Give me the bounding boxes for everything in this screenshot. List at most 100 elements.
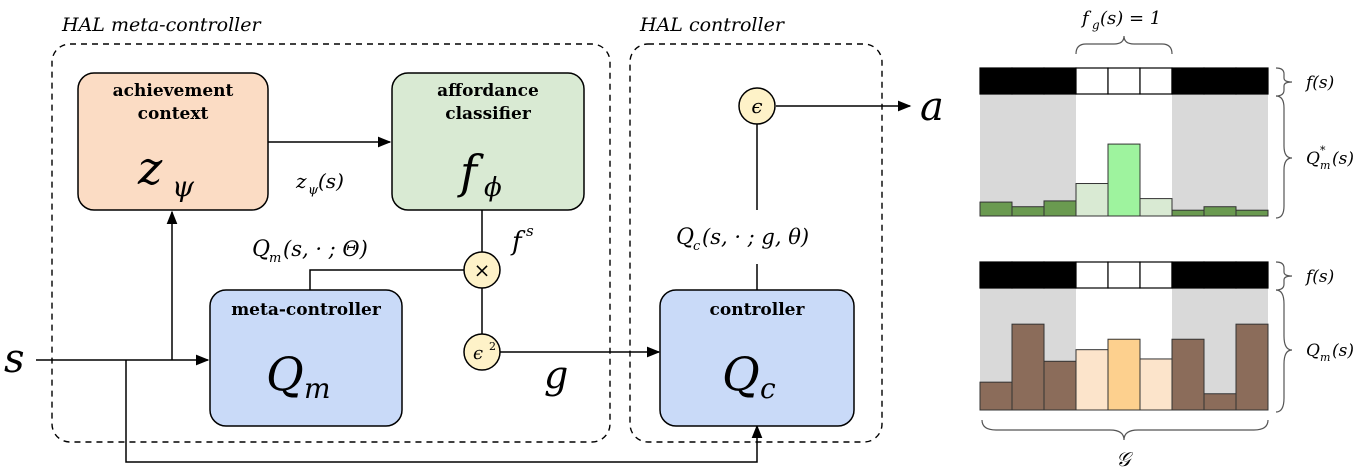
q-bar: [1011, 323, 1045, 411]
label-fg-equals-one: f g (s) = 1: [1080, 8, 1161, 32]
label-qm-theta: Q m (s, · ; Θ): [252, 237, 368, 266]
brace-top: [1075, 35, 1173, 55]
controller-region: [629, 43, 883, 443]
q-mask-cell: [1043, 261, 1077, 289]
affordance-symbol-sub: ϕ: [484, 173, 502, 203]
q-mask-cell: [1011, 261, 1045, 289]
svg-text:(s): (s): [1332, 341, 1354, 361]
affordance-classifier-node: affordance classifier f ϕ: [391, 72, 585, 211]
q-bar: [1235, 323, 1269, 411]
meta-controller-region-title: HAL meta-controller: [61, 14, 262, 36]
svg-text:Q: Q: [676, 225, 694, 250]
label-z-of-s: z ψ (s): [295, 169, 344, 198]
q-star-bar: [1043, 200, 1077, 217]
svg-text:g: g: [1092, 18, 1100, 32]
svg-text:ψ: ψ: [308, 183, 319, 198]
svg-text:(s, · ; g, θ): (s, · ; g, θ): [702, 225, 809, 249]
epsilon-squared-symbol: ϵ: [473, 343, 483, 364]
svg-text:f: f: [1080, 8, 1092, 29]
svg-text:Q: Q: [252, 237, 270, 262]
label-qc-theta: Q c (s, · ; g, θ): [676, 225, 809, 254]
q-star-mask-cell: [1171, 67, 1205, 95]
label-goal-g: g: [544, 353, 568, 397]
svg-text:s: s: [526, 222, 534, 240]
q-mask-cell: [1171, 261, 1205, 289]
q-star-bar: [1075, 183, 1109, 217]
times-symbol: ×: [474, 258, 491, 282]
q-star-mask-cell: [1107, 67, 1141, 95]
svg-text:m: m: [1320, 351, 1330, 364]
svg-text:(s) = 1: (s) = 1: [1100, 8, 1161, 29]
brace-q-star: [1275, 95, 1293, 219]
epsilon-symbol: ϵ: [751, 94, 762, 118]
edge-meta-to-times: [309, 269, 464, 290]
achievement-label-line1: achievement: [113, 81, 234, 101]
svg-text:(s, · ; Θ): (s, · ; Θ): [283, 237, 368, 261]
epsilon-squared-op: ϵ 2: [463, 333, 501, 371]
controller-label: controller: [710, 300, 806, 320]
q-star-mask-cell: [1235, 67, 1269, 95]
svg-text:c: c: [693, 239, 701, 254]
svg-text:(s): (s): [1332, 149, 1354, 169]
affordance-label-line2: classifier: [445, 104, 532, 124]
label-state-s: s: [4, 336, 25, 382]
label-q-star: Q * m (s): [1306, 144, 1354, 172]
achievement-symbol-sub: ψ: [172, 170, 195, 203]
svg-text:(s): (s): [318, 169, 344, 193]
controller-region-title: HAL controller: [639, 14, 786, 36]
q-bar: [1107, 338, 1141, 411]
q-star-mask-cell: [1139, 67, 1173, 95]
label-f-bottom: f(s): [1304, 267, 1334, 287]
q-star-mask-cell: [979, 67, 1013, 95]
controller-symbol: Q: [722, 347, 760, 401]
q-star-mask-cell: [1011, 67, 1045, 95]
q-star-shade: [1172, 94, 1204, 216]
q-mask-cell: [1139, 261, 1173, 289]
label-goal-set: 𝒢: [1116, 447, 1134, 471]
meta-controller-symbol: Q: [266, 347, 304, 401]
q-mask-cell: [1203, 261, 1237, 289]
meta-controller-label: meta-controller: [231, 300, 382, 320]
brace-f-top: [1275, 67, 1293, 97]
svg-text:Q: Q: [1306, 341, 1320, 361]
q-mask-cell: [1107, 261, 1141, 289]
svg-text:f: f: [510, 227, 526, 257]
label-f-s: f s: [510, 222, 534, 257]
q-mask-cell: [979, 261, 1013, 289]
q-star-shade: [1044, 94, 1076, 216]
achievement-symbol: z: [137, 141, 163, 195]
q-star-mask-cell: [1203, 67, 1237, 95]
affordance-label-line1: affordance: [437, 81, 539, 101]
label-q-bottom: Q m (s): [1306, 341, 1354, 364]
q-bar: [1171, 338, 1205, 411]
svg-text:m: m: [1320, 159, 1330, 172]
q-mask-cell: [1235, 261, 1269, 289]
controller-symbol-sub: c: [760, 372, 776, 405]
svg-text:f(s): f(s): [1304, 73, 1334, 93]
q-star-mask-cell: [1075, 67, 1109, 95]
q-star-shade: [980, 94, 1012, 216]
q-star-bar: [1139, 198, 1173, 217]
q-bar: [979, 381, 1013, 411]
brace-q: [1275, 289, 1293, 413]
achievement-context-node: achievement context z ψ: [77, 72, 269, 211]
q-bar: [1075, 349, 1109, 411]
epsilon-op: ϵ: [738, 87, 776, 125]
epsilon-squared-sup: 2: [489, 340, 496, 353]
q-shade: [1204, 288, 1236, 410]
q-star-panel: [979, 67, 1269, 217]
q-star-bar: [1171, 209, 1205, 217]
meta-controller-node: meta-controller Q m: [209, 289, 403, 427]
q-star-bar: [1107, 143, 1141, 217]
q-bar: [1203, 393, 1237, 411]
svg-text:f(s): f(s): [1304, 267, 1334, 287]
times-op: ×: [463, 251, 501, 289]
q-star-bar: [1011, 206, 1045, 217]
meta-controller-symbol-sub: m: [304, 372, 331, 405]
svg-text:z: z: [295, 169, 307, 193]
q-bar: [1043, 360, 1077, 411]
q-star-shade: [1204, 94, 1236, 216]
q-panel: [979, 261, 1269, 411]
q-star-bar: [1235, 209, 1269, 217]
controller-node: controller Q c: [659, 289, 855, 427]
